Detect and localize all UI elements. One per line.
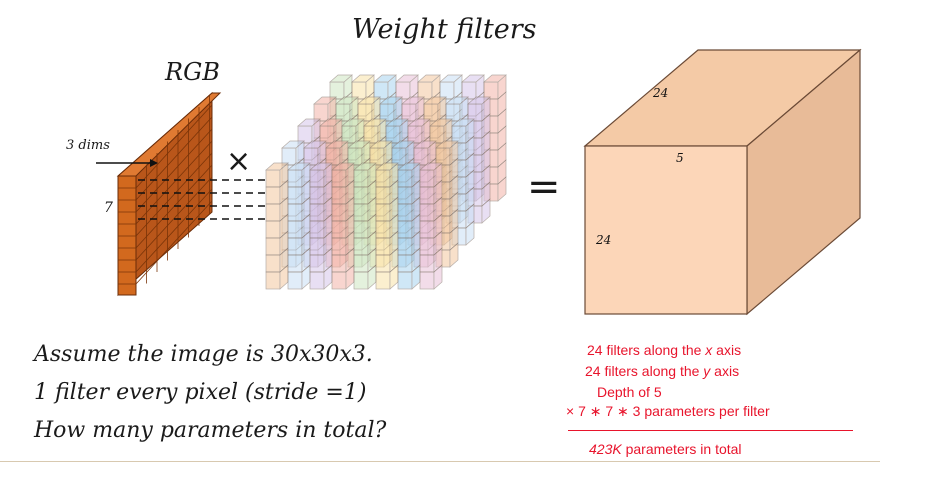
filter-cell bbox=[287, 179, 311, 205]
filter-cell bbox=[423, 96, 447, 122]
cube-front-face bbox=[584, 145, 748, 315]
filter-cell bbox=[325, 140, 349, 166]
height-seven-label: 7 bbox=[104, 200, 113, 216]
filter-cell bbox=[287, 264, 311, 290]
filter-cell bbox=[401, 96, 425, 122]
rgb-slab-grid bbox=[118, 95, 213, 285]
diagram-title: Weight filters bbox=[352, 14, 537, 45]
filter-cell bbox=[309, 213, 333, 239]
filter-cell bbox=[373, 74, 397, 100]
calc-divider bbox=[568, 430, 853, 431]
question-line-1: Assume the image is 30x30x3. bbox=[34, 342, 373, 367]
filter-cell bbox=[357, 96, 381, 122]
filter-cell bbox=[353, 213, 377, 239]
filter-cell bbox=[407, 118, 431, 144]
filter-cell bbox=[445, 96, 469, 122]
calc-line-x-axis: 24 filters along the x axis bbox=[587, 342, 742, 358]
filter-cell bbox=[419, 179, 443, 205]
filter-cell bbox=[397, 264, 421, 290]
filter-cell bbox=[435, 140, 459, 166]
filter-cell bbox=[265, 230, 289, 256]
filter-cell bbox=[309, 179, 333, 205]
filter-cell bbox=[309, 247, 333, 273]
filter-cell bbox=[287, 196, 311, 222]
filter-cell bbox=[379, 96, 403, 122]
filter-cell bbox=[347, 140, 371, 166]
filter-cell bbox=[287, 247, 311, 273]
filter-cell bbox=[353, 264, 377, 290]
filter-cell bbox=[313, 96, 337, 122]
filter-cell bbox=[265, 247, 289, 273]
filter-cell bbox=[353, 196, 377, 222]
dims-arrow-head bbox=[150, 159, 158, 167]
filter-cell bbox=[331, 162, 355, 188]
filter-cell bbox=[397, 179, 421, 205]
filter-cell bbox=[417, 74, 441, 100]
dashed-connectors bbox=[138, 179, 268, 220]
filter-cell bbox=[395, 74, 419, 100]
multiply-sign: × bbox=[226, 144, 252, 179]
filter-cell bbox=[319, 118, 343, 144]
filter-cell bbox=[419, 162, 443, 188]
filter-cell bbox=[331, 230, 355, 256]
filter-cell bbox=[397, 247, 421, 273]
filter-cell bbox=[335, 96, 359, 122]
filter-cell bbox=[281, 140, 305, 166]
rgb-image-slab bbox=[116, 91, 222, 297]
cube-depth-label: 5 bbox=[676, 151, 684, 165]
rgb-label: RGB bbox=[165, 58, 220, 86]
filter-cell bbox=[451, 118, 475, 144]
filter-cell bbox=[375, 264, 399, 290]
filter-cell bbox=[265, 196, 289, 222]
filter-cell bbox=[329, 74, 353, 100]
question-line-3: How many parameters in total? bbox=[34, 418, 387, 443]
cube-width-label: 24 bbox=[653, 86, 669, 100]
filter-cell bbox=[303, 140, 327, 166]
filter-cell bbox=[265, 264, 289, 290]
filter-cell bbox=[397, 162, 421, 188]
filter-cell bbox=[419, 213, 443, 239]
filter-cell bbox=[419, 230, 443, 256]
calc-line-per-filter: × 7 ∗ 7 ∗ 3 parameters per filter bbox=[566, 403, 770, 419]
filter-cell bbox=[353, 179, 377, 205]
filter-cell bbox=[461, 74, 485, 100]
calc-line-total: 423K parameters in total bbox=[589, 441, 742, 457]
question-line-2: 1 filter every pixel (stride =1) bbox=[34, 380, 367, 405]
output-cube bbox=[583, 48, 862, 316]
filter-cell bbox=[419, 264, 443, 290]
equals-sign: = bbox=[527, 164, 561, 210]
filter-cell bbox=[439, 74, 463, 100]
filter-cell bbox=[397, 230, 421, 256]
weight-filters-stack bbox=[265, 74, 507, 290]
filter-cell bbox=[375, 179, 399, 205]
filter-cell bbox=[353, 162, 377, 188]
dims-label: 3 dims bbox=[66, 138, 110, 153]
filter-cell bbox=[369, 140, 393, 166]
filter-cell bbox=[265, 162, 289, 188]
filter-cell bbox=[467, 96, 491, 122]
filter-cell bbox=[375, 247, 399, 273]
bottom-divider bbox=[0, 461, 880, 462]
calc-line-y-axis: 24 filters along the y axis bbox=[585, 363, 740, 379]
rgb-slab-front bbox=[117, 175, 137, 296]
filter-cell bbox=[265, 179, 289, 205]
filter-cell bbox=[419, 247, 443, 273]
filter-cell bbox=[309, 264, 333, 290]
cube-height-label: 24 bbox=[596, 233, 612, 247]
filter-cell bbox=[309, 162, 333, 188]
calc-line-depth: Depth of 5 bbox=[597, 384, 662, 400]
filter-cell bbox=[353, 247, 377, 273]
filter-cell bbox=[297, 118, 321, 144]
filter-cell bbox=[391, 140, 415, 166]
filter-cell bbox=[413, 140, 437, 166]
